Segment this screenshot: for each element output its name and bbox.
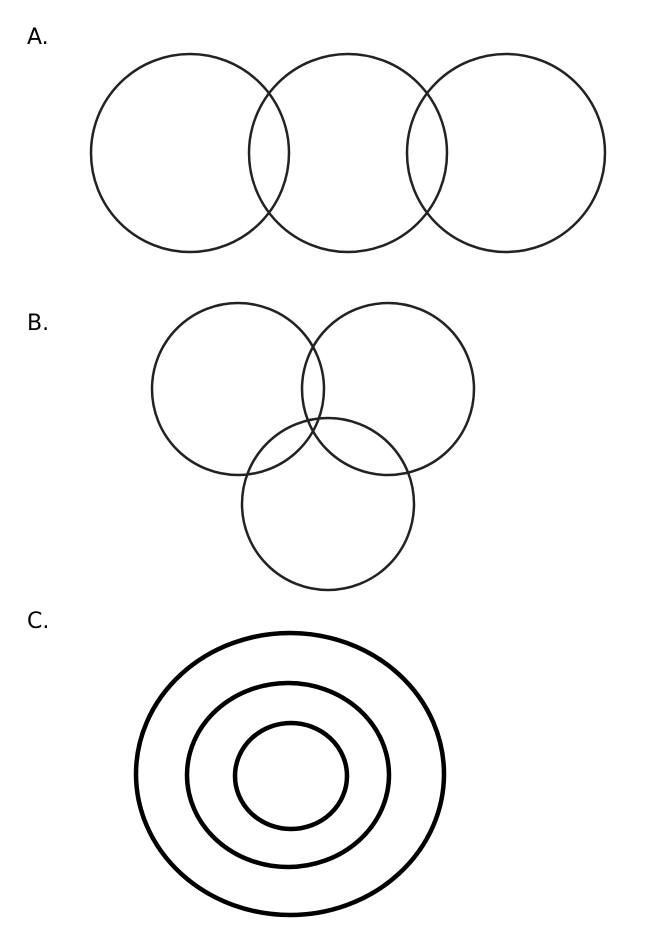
option-a-label: A. bbox=[27, 25, 49, 50]
option-b-diagram bbox=[150, 301, 476, 592]
option-c-diagram bbox=[133, 630, 447, 918]
option-a-diagram bbox=[89, 52, 607, 254]
option-b-label: B. bbox=[27, 311, 50, 336]
option-a-circle-middle bbox=[247, 52, 449, 254]
option-a-circle-left bbox=[89, 52, 291, 254]
option-b-circle-top-right bbox=[300, 301, 476, 477]
option-c-label: C. bbox=[27, 609, 50, 634]
option-c-ring-outer bbox=[133, 630, 447, 918]
option-c-ring-inner bbox=[232, 720, 350, 832]
option-a-circle-right bbox=[405, 52, 607, 254]
option-b-circle-bottom bbox=[240, 416, 416, 592]
option-b-circle-top-left bbox=[150, 301, 326, 477]
option-c-ring-middle bbox=[184, 680, 392, 870]
